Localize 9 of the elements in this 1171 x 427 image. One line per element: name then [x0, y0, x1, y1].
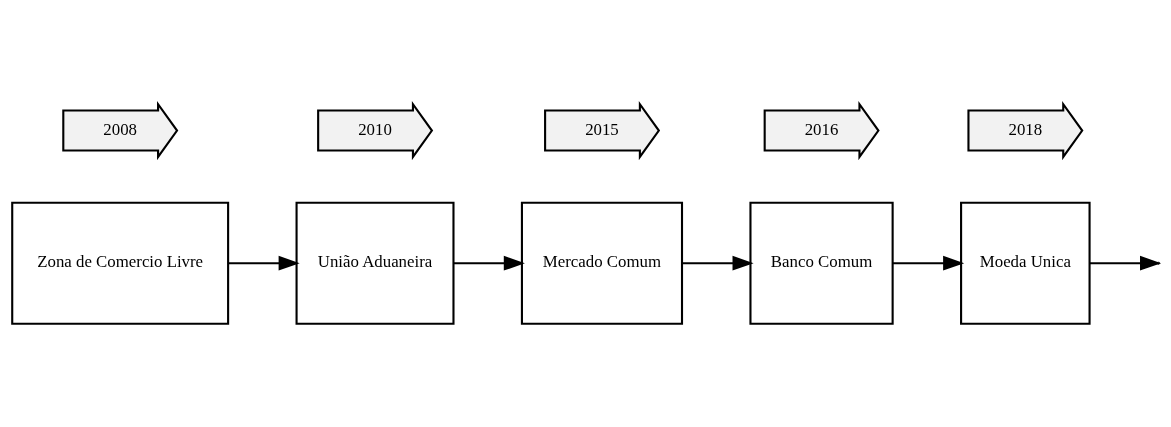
node-box: União Aduaneira: [295, 201, 455, 325]
arrow: [682, 255, 754, 271]
node-box: Mercado Comum: [520, 201, 684, 325]
node-box: Moeda Unica: [960, 201, 1091, 325]
node-box: Zona de Comercio Livre: [11, 201, 230, 325]
arrow: [228, 255, 300, 271]
arrow: [453, 255, 525, 271]
arrow: [892, 255, 965, 271]
node-box: Banco Comum: [749, 201, 894, 325]
